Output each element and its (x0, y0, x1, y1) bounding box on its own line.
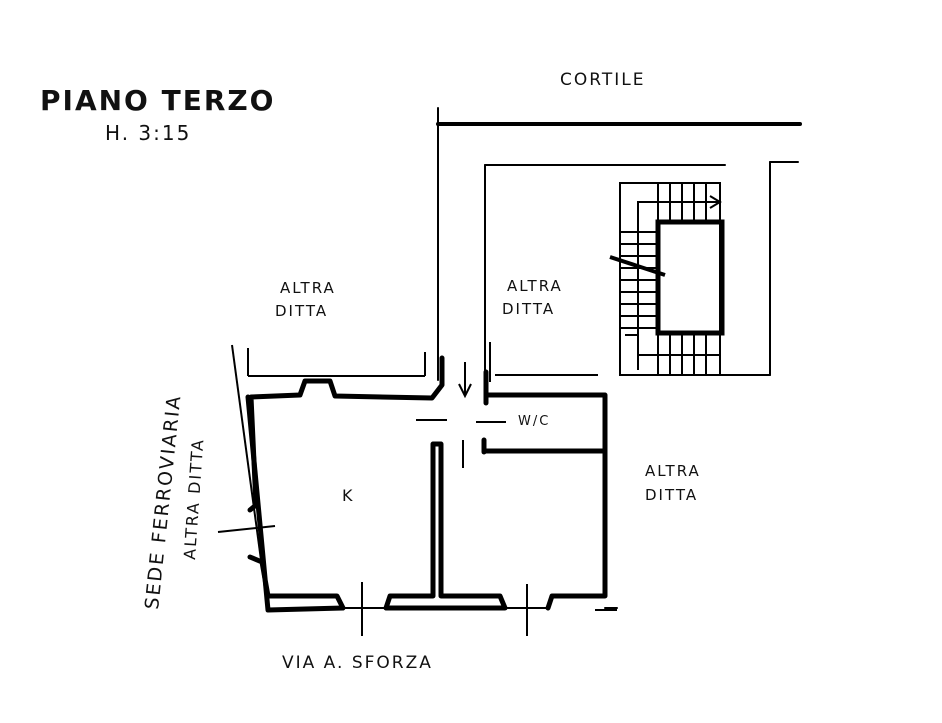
apartment-walls (245, 355, 618, 613)
street-label: VIA A. SFORZA (282, 653, 433, 673)
entrance-arrow-icon (458, 362, 472, 399)
other-company-top-mid-line2: DITTA (502, 300, 555, 318)
ceiling-height: H. 3:15 (105, 121, 191, 145)
entrance-marks (416, 419, 506, 468)
railway-label: SEDE FERROVIARIA (141, 393, 185, 610)
neighbor-boundaries (217, 342, 617, 636)
other-company-top-mid-line1: ALTRA (507, 277, 563, 295)
other-company-top-left-line1: ALTRA (280, 279, 336, 297)
other-company-right-line1: ALTRA (645, 462, 701, 480)
courtyard-label: CORTILE (560, 70, 645, 90)
other-company-top-left-line2: DITTA (275, 302, 328, 320)
other-company-left-label: ALTRA DITTA (180, 437, 207, 560)
plan-title: PIANO TERZO (40, 84, 276, 117)
stairwell (609, 182, 725, 376)
courtyard-boundary (436, 107, 802, 381)
kitchen-label: K (342, 486, 355, 505)
other-company-right-line2: DITTA (645, 486, 698, 504)
wc-label: W/C (518, 414, 550, 429)
